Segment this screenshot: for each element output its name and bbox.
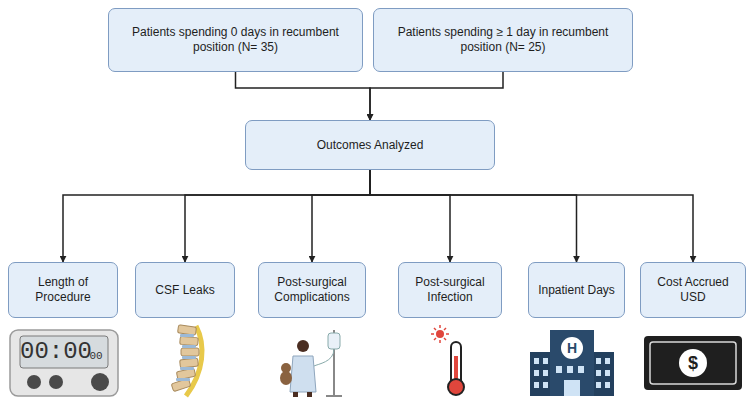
outcome-box: Cost Accrued USD <box>640 262 746 318</box>
timer-icon <box>10 330 118 396</box>
box-text: Post-surgical Infection <box>405 275 495 305</box>
hospital-letter: H <box>567 341 577 355</box>
box-text: Post-surgical Complications <box>265 275 359 305</box>
spine-icon <box>171 325 202 396</box>
thermometer-icon <box>431 325 464 395</box>
box-text: CSF Leaks <box>155 283 214 298</box>
flow-connector <box>370 170 577 262</box>
box-text: Length of Procedure <box>15 275 111 305</box>
flow-connector <box>312 170 370 262</box>
timer-hundredths: 00 <box>89 351 102 362</box>
outcome-box: Inpatient Days <box>528 262 625 318</box>
group-box: Patients spending 0 days in recumbent po… <box>108 8 363 72</box>
flow-connector <box>370 170 693 262</box>
patient-icon <box>280 330 342 397</box>
flow-connector <box>185 170 370 262</box>
timer-digits: 00:00 <box>20 340 92 364</box>
box-text: Cost Accrued USD <box>647 275 739 305</box>
box-text: Patients spending ≥ 1 day in recumbent p… <box>380 25 626 55</box>
outcome-box: CSF Leaks <box>135 262 235 318</box>
flow-connector <box>370 72 503 120</box>
outcome-box: Post-surgical Complications <box>258 262 366 318</box>
group-box: Patients spending ≥ 1 day in recumbent p… <box>373 8 633 72</box>
hospital-icon <box>530 330 614 396</box>
flow-connector <box>63 170 370 262</box>
outcome-box: Post-surgical Infection <box>398 262 502 318</box>
hub-box: Outcomes Analyzed <box>245 120 495 170</box>
flow-connector <box>370 170 450 262</box>
dollar-bill-icon <box>644 336 742 390</box>
outcome-box: Length of Procedure <box>8 262 118 318</box>
box-text: Patients spending 0 days in recumbent po… <box>115 25 356 55</box>
box-text: Inpatient Days <box>538 283 615 298</box>
flow-connector <box>236 72 371 120</box>
dollar-sign: $ <box>688 354 698 372</box>
box-text: Outcomes Analyzed <box>317 138 424 153</box>
